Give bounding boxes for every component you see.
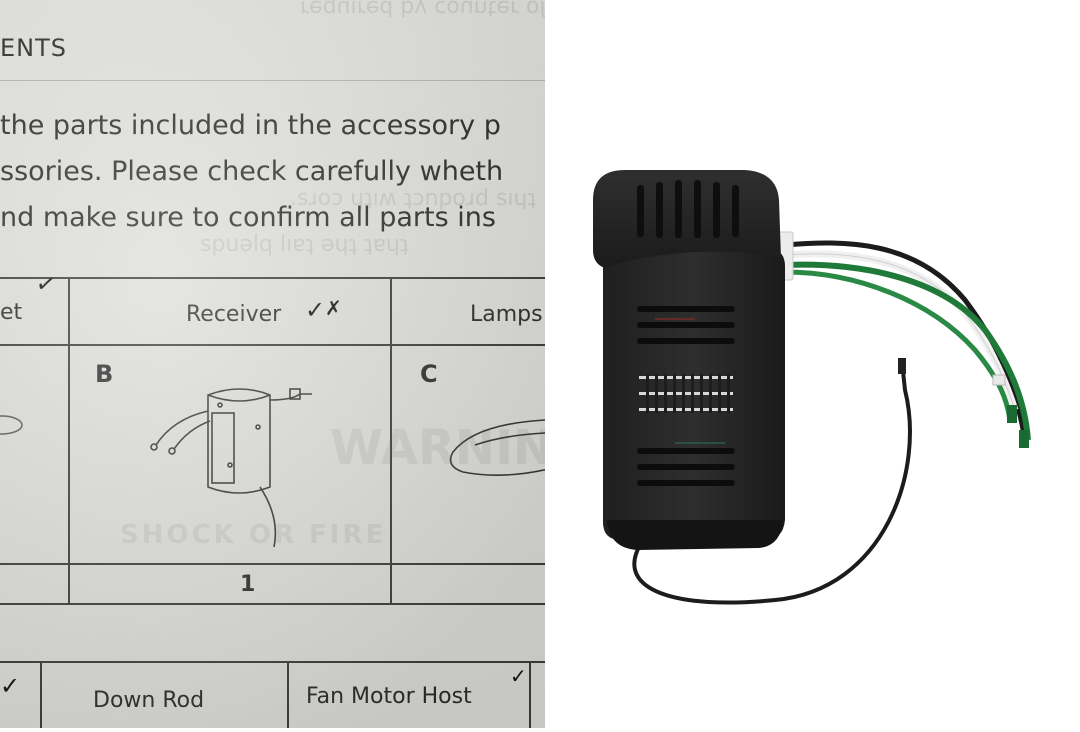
- lamp-drawing: [449, 419, 545, 476]
- black-wire-loop: [632, 360, 912, 605]
- checkmark-icon: ✓: [510, 664, 527, 688]
- bleed-through-text: spuəlq lıɐʇ əɥʇ ʇɐɥʇ: [200, 232, 409, 257]
- label-dot-rows: [639, 376, 733, 411]
- intro-line-1: the parts included in the accessory p: [0, 110, 501, 141]
- part-letter-c: C: [420, 360, 438, 388]
- table-col-divider: [287, 661, 289, 728]
- table-col-divider: [390, 277, 392, 605]
- black-wire-tip: [898, 358, 906, 374]
- receiver-product-photo: [545, 0, 1080, 728]
- bleed-through-text: unuoq jo ɹəʇunoɔ ʎq pəɹınbəɹ: [300, 0, 545, 19]
- part-a-drawing: [0, 415, 23, 435]
- table-header-lamps: Lamps: [470, 302, 543, 327]
- green-wire: [784, 269, 1013, 421]
- wire-terminal: [1019, 430, 1029, 448]
- handwritten-mark-icon: ✗: [325, 296, 342, 320]
- receiver-quantity: 1: [240, 572, 256, 597]
- black-wire: [784, 240, 1028, 441]
- label-dot-separators: [646, 374, 730, 413]
- wire-label-tag: [992, 374, 1006, 386]
- table-col-divider: [68, 277, 70, 605]
- table-rule-top: [0, 277, 545, 279]
- table-header-et: et: [0, 300, 23, 325]
- label-color-mark: [675, 442, 725, 444]
- table-rule: [0, 344, 545, 346]
- intro-line-2: ssories. Please check carefully wheth: [0, 156, 504, 187]
- table-header-fan-motor-host: Fan Motor Host: [306, 684, 472, 709]
- warning-watermark: WARNIN: [330, 420, 545, 476]
- table-col-divider: [529, 661, 531, 728]
- checkmark-icon: ✓: [33, 268, 59, 300]
- face-vent-slots: [637, 306, 735, 486]
- intro-line-3: nd make sure to confirm all parts ins: [0, 202, 496, 233]
- checkmark-icon: ✓: [0, 672, 21, 700]
- wire-terminal: [1007, 405, 1017, 423]
- green-wire: [784, 261, 1031, 441]
- heading-divider: [0, 80, 545, 81]
- warning-watermark: SHOCK OR FIRE: [120, 520, 387, 550]
- table-rule: [0, 563, 545, 565]
- manual-page-photo: unuoq jo ɹəʇunoɔ ʎq pəɹınbəɹ .sɹoɔ ɥʇıʍ …: [0, 0, 545, 728]
- top-vent-slots: [637, 180, 739, 238]
- receiver-bottom-lip: [607, 520, 783, 550]
- table-rule: [0, 603, 545, 605]
- receiver-drawing: [150, 388, 312, 548]
- section-heading: ENTS: [0, 34, 68, 62]
- checkmark-icon: ✓: [305, 296, 326, 324]
- table-rule: [0, 661, 545, 663]
- label-color-mark: [655, 318, 695, 320]
- table-col-divider: [40, 661, 42, 728]
- table-header-receiver: Receiver: [186, 302, 282, 327]
- part-letter-b: B: [95, 360, 114, 388]
- bleed-through-text: .sɹoɔ ɥʇıʍ ʇɔnpoɹd sıɥʇ: [290, 186, 537, 211]
- receiver-illustration: [593, 170, 1031, 605]
- table-header-down-rod: Down Rod: [93, 688, 205, 713]
